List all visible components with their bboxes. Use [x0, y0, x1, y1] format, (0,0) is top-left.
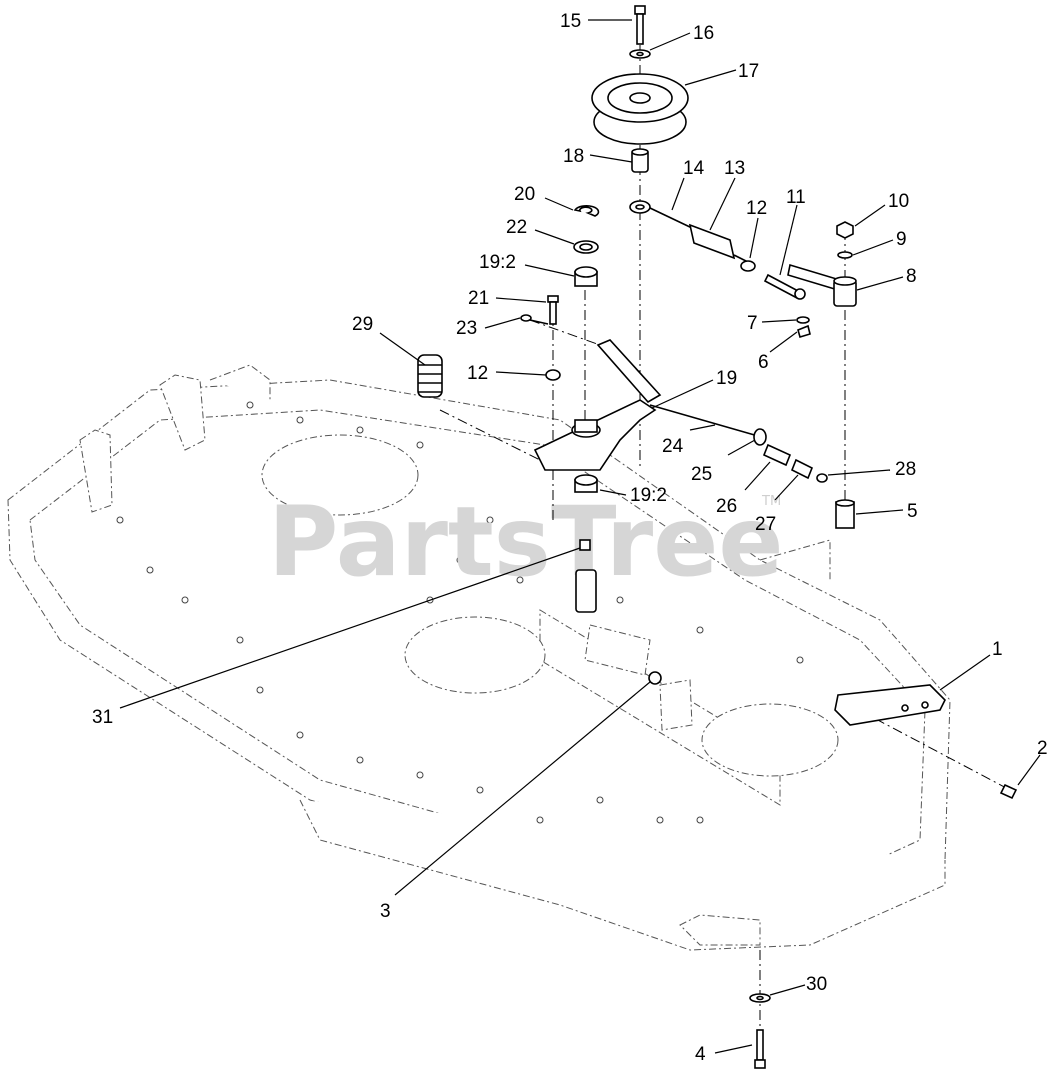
callout-1: 1 [992, 639, 1003, 660]
callout-4: 4 [695, 1044, 706, 1065]
part-nut-12-lower [545, 369, 561, 381]
callout-3: 3 [380, 901, 391, 922]
part-washer-16 [629, 49, 651, 59]
part-bushing-19-2-upper [574, 266, 598, 287]
callout-16: 16 [693, 23, 714, 44]
part-nut-10 [836, 221, 854, 239]
part-idler-arm-19 [533, 339, 662, 471]
part-bushing-19-2-lower [574, 474, 598, 493]
callout-9: 9 [896, 229, 907, 250]
callout-6: 6 [758, 352, 769, 373]
callout-10: 10 [888, 191, 909, 212]
part-eclip-20 [573, 205, 600, 217]
part-nut-3 [648, 671, 662, 685]
part-washer-22 [573, 240, 599, 254]
part-nut-28 [816, 473, 828, 483]
callout-2: 2 [1037, 738, 1048, 759]
part-washer-9 [837, 251, 853, 259]
part-eyebolt-14 [629, 200, 693, 229]
watermark-trademark: TM [761, 494, 781, 509]
callout-22: 22 [506, 217, 527, 238]
callout-31: 31 [92, 707, 113, 728]
part-bushing-18 [631, 148, 649, 173]
part-pin-23 [520, 314, 549, 325]
callout-19-2-lower: 19:2 [630, 485, 667, 506]
callout-24: 24 [662, 436, 684, 457]
part-bracket-1 [834, 684, 946, 726]
callout-11: 11 [786, 187, 806, 208]
callout-18: 18 [563, 146, 584, 167]
callout-7: 7 [747, 313, 758, 334]
callout-28: 28 [895, 459, 916, 480]
callout-21: 21 [468, 288, 489, 309]
part-clip-6 [797, 324, 811, 338]
part-pulley-17 [591, 73, 689, 145]
part-washer-30 [749, 993, 771, 1003]
part-washer-7 [796, 316, 810, 324]
part-turnbuckle-13 [688, 223, 749, 263]
callout-30: 30 [806, 974, 827, 995]
part-bolt-2 [999, 783, 1018, 800]
part-bolt-21 [547, 295, 559, 325]
callout-8: 8 [906, 266, 917, 287]
part-spring-29 [417, 354, 443, 398]
callout-17: 17 [738, 61, 759, 82]
part-rod-24 [649, 404, 759, 437]
part-arm-8 [833, 276, 857, 307]
part-fitting-31 [575, 539, 597, 613]
part-washer-25 [753, 428, 767, 446]
callout-12-upper: 12 [746, 198, 767, 219]
callout-26: 26 [716, 496, 737, 517]
mower-deck [7, 364, 951, 951]
watermark: PartsTree TM [268, 486, 783, 598]
watermark-brand: PartsTree [268, 486, 783, 598]
callout-29: 29 [352, 314, 373, 335]
part-link-11 [763, 263, 841, 300]
callout-19-2-upper: 19:2 [479, 252, 516, 273]
callout-20: 20 [514, 184, 535, 205]
callout-23: 23 [456, 318, 477, 339]
part-nut-12-upper [740, 260, 756, 272]
callout-15: 15 [560, 11, 581, 32]
part-bolt-4 [754, 1029, 766, 1069]
leader-lines [119, 19, 1041, 1054]
part-stop-27 [790, 458, 814, 480]
callout-27: 27 [755, 514, 776, 535]
callout-5: 5 [907, 501, 918, 522]
callout-14: 14 [683, 158, 705, 179]
callout-12-lower: 12 [467, 363, 488, 384]
callout-19: 19 [716, 368, 737, 389]
part-spacer-5 [835, 499, 855, 529]
callout-25: 25 [691, 464, 712, 485]
callouts: 15 16 17 18 14 13 20 22 12 11 10 9 8 19:… [92, 11, 1048, 1065]
part-bolt-15 [634, 5, 646, 45]
part-spring-26 [762, 443, 792, 467]
callout-13: 13 [724, 158, 745, 179]
explode-axes [439, 45, 1011, 1040]
